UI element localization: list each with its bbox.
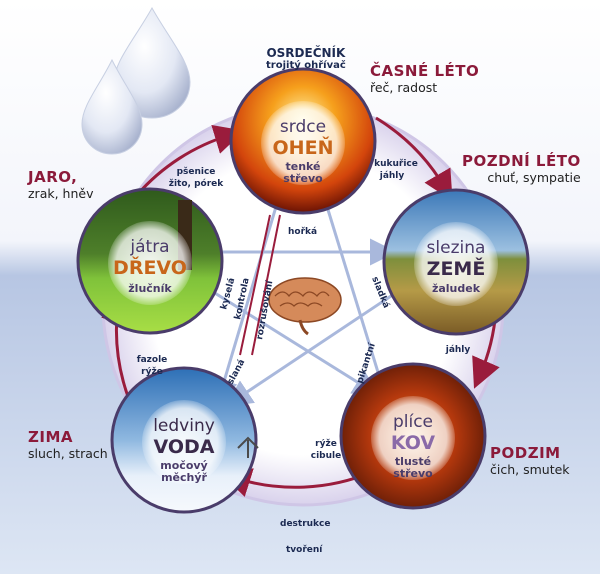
season-late-summer-name: POZDNÍ LÉTO — [462, 152, 581, 170]
fire-organ: srdce — [280, 117, 326, 137]
fire-pair-1: tenké — [285, 160, 320, 173]
season-early-summer: ČASNÉ LÉTO řeč, radost — [370, 62, 479, 95]
metal-pair-2: střevo — [393, 467, 433, 480]
brain-icon — [268, 277, 342, 336]
metal-organ: plíce — [393, 412, 433, 432]
element-earth — [382, 188, 530, 336]
season-late-summer-senses: chuť, sympatie — [487, 170, 581, 185]
water-organ: ledviny — [153, 416, 215, 436]
season-autumn: PODZIM čich, smutek — [490, 444, 570, 477]
season-winter-name: ZIMA — [28, 428, 73, 446]
season-early-summer-senses: řeč, radost — [370, 80, 438, 95]
water-element: VODA — [154, 436, 215, 458]
food-metal-water-1: rýže — [315, 439, 337, 449]
food-water-wood-2: rýže — [141, 367, 163, 377]
element-fire — [229, 67, 377, 215]
triple-burner-title: OSRDEČNÍK — [266, 46, 346, 60]
food-earth-metal-1: jáhly — [445, 345, 471, 355]
water-pair-2: měchýř — [161, 471, 207, 484]
cycle-destroy: destrukce — [280, 519, 330, 529]
season-winter-senses: sluch, strach — [28, 446, 108, 461]
triple-burner-subtitle: trojitý ohřívač — [266, 60, 346, 71]
season-autumn-senses: čich, smutek — [490, 462, 570, 477]
earth-element: ZEMĚ — [427, 257, 486, 280]
wood-organ: játra — [129, 237, 169, 257]
season-winter: ZIMA sluch, strach — [28, 428, 108, 461]
triple-burner-block: OSRDEČNÍK trojitý ohřívač — [266, 46, 346, 71]
fire-pair-2: střevo — [283, 172, 323, 185]
metal-pair-1: tlusté — [395, 455, 431, 468]
control-star — [209, 199, 401, 407]
metal-element: KOV — [391, 432, 436, 454]
season-autumn-name: PODZIM — [490, 444, 561, 462]
earth-pair-1: žaludek — [432, 282, 481, 295]
earth-organ: slezina — [427, 238, 486, 258]
element-metal — [339, 362, 487, 510]
wood-pair-1: žlučník — [128, 282, 172, 295]
control-lines — [239, 214, 281, 356]
fire-element: OHEŇ — [273, 136, 334, 159]
water-drop-large — [113, 6, 191, 119]
water-pair-1: močový — [160, 459, 207, 472]
element-wood — [76, 187, 224, 335]
season-spring: JARO, zrak, hněv — [28, 168, 93, 201]
element-water — [110, 366, 259, 514]
wood-element: DŘEVO — [113, 256, 187, 279]
season-spring-senses: zrak, hněv — [28, 186, 94, 201]
season-spring-name: JARO, — [28, 168, 78, 186]
taste-fire: hořká — [288, 227, 317, 237]
season-early-summer-name: ČASNÉ LÉTO — [370, 62, 480, 80]
cycle-create: tvoření — [286, 545, 323, 555]
food-wood-fire-1: pšenice — [177, 166, 216, 177]
food-wood-fire-2: žito, pórek — [169, 178, 225, 189]
season-late-summer: POZDNÍ LÉTO chuť, sympatie — [462, 152, 581, 185]
food-water-wood-1: fazole — [137, 355, 168, 365]
food-metal-water-2: cibule — [311, 451, 341, 461]
food-fire-earth-1: kukuřice — [374, 159, 418, 169]
food-fire-earth-2: jáhly — [379, 171, 405, 181]
water-drop-small — [81, 58, 143, 155]
